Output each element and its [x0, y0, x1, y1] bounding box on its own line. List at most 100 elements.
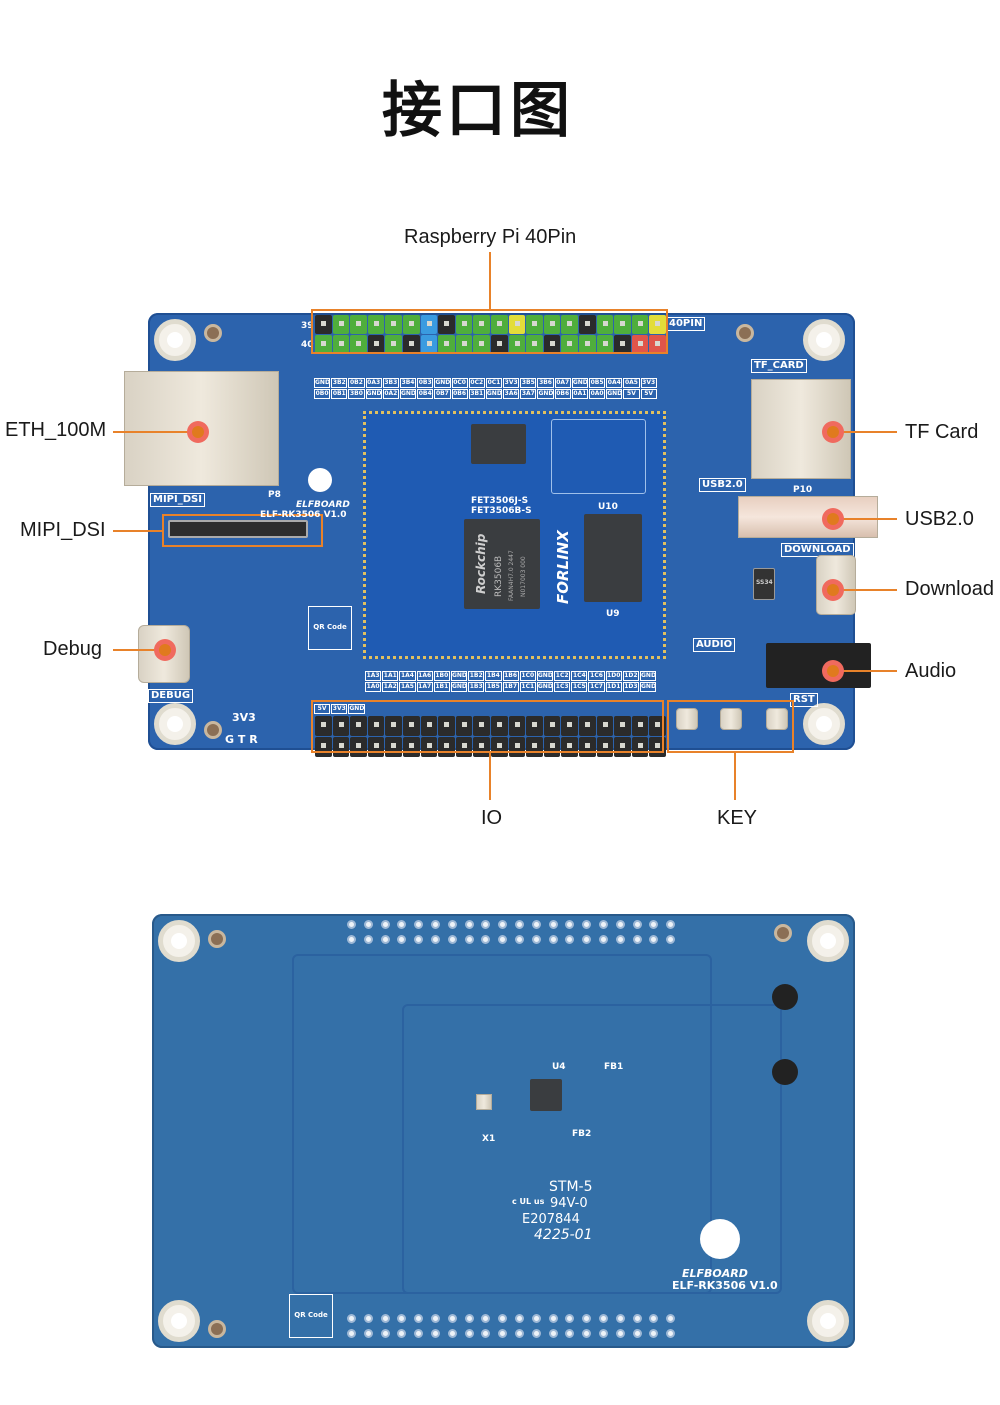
header-pin [631, 716, 649, 736]
ul-mark: c UL us [512, 1197, 545, 1206]
jumper-pin-green [596, 315, 614, 334]
pin-label: 0A0 [589, 389, 606, 399]
pin-column [438, 315, 455, 354]
pin-label: 0B5 [589, 378, 606, 388]
screw-pad [736, 324, 754, 342]
pin-label: GND [314, 378, 331, 388]
header-pin [614, 716, 631, 736]
via [380, 1314, 390, 1323]
pin-label: 1A3 [365, 671, 382, 681]
jumper-pin-green [332, 315, 350, 334]
jumper-pin-black [578, 315, 596, 334]
screw-pad [204, 721, 222, 739]
pin-label: 0B2 [348, 378, 365, 388]
pin-label: 1C7 [588, 682, 605, 692]
jumper-pin-green [473, 335, 490, 354]
silk-brand-bottom: ELFBOARD [682, 1267, 748, 1280]
jumper-pin-black [543, 335, 561, 354]
pin-label: 1C5 [571, 682, 588, 692]
via [615, 1329, 625, 1338]
label-tf-card: TF Card [905, 421, 979, 443]
jumper-pin-green [543, 315, 561, 334]
jumper-pin-black [402, 335, 420, 354]
pin-label: 1C3 [554, 682, 571, 692]
pin-label: GND [450, 682, 468, 692]
pin-label: 1B7 [502, 682, 519, 692]
leader-line [833, 589, 897, 591]
via [481, 935, 491, 944]
via [615, 1314, 625, 1323]
via [414, 1314, 424, 1323]
header-pin [332, 716, 350, 736]
via [599, 1314, 608, 1323]
silk-gtr: G T R [225, 733, 258, 746]
pin-label: 0A7 [554, 378, 571, 388]
pin-label: 3B0 [348, 389, 365, 399]
pin-label: 3V3 [331, 704, 348, 714]
pin-label: 1B1 [433, 682, 450, 692]
jumper-pin-red [649, 335, 666, 354]
pin-column [631, 315, 649, 354]
via [565, 920, 575, 929]
pin-label: 1C6 [588, 671, 605, 681]
marker-dot [187, 421, 209, 443]
pin-label: 0B1 [331, 389, 348, 399]
silk-mipi: MIPI_DSI [150, 493, 205, 507]
via [347, 920, 356, 929]
via [380, 1329, 390, 1338]
pin-label: 1B3 [468, 682, 485, 692]
via [397, 935, 407, 944]
silk-fb2: FB2 [572, 1129, 592, 1139]
via [548, 1329, 558, 1338]
silk-model-bottom: ELF-RK3506 V1.0 [672, 1279, 778, 1292]
silk-som2: FET3506B-S [471, 506, 532, 516]
pin-label: 1D2 [622, 671, 639, 681]
silk-pin39: 39 [301, 321, 314, 331]
via [599, 935, 608, 944]
via [414, 935, 424, 944]
silk-debug: DEBUG [148, 689, 194, 703]
pin-label: 0B7 [434, 389, 451, 399]
via [531, 1314, 541, 1323]
via [347, 1314, 356, 1323]
header-pin [508, 716, 526, 736]
jack-pin [772, 984, 798, 1010]
label-mipi: MIPI_DSI [20, 519, 106, 541]
crystal [476, 1094, 492, 1110]
silk-model: ELF-RK3506 V1.0 [260, 510, 347, 520]
pin-label: 0A5 [623, 378, 640, 388]
pin-label: 1C4 [571, 671, 588, 681]
board-bottom-view: U4 X1 FB1 FB2 STM-5 c UL us 94V-0 E20784… [152, 914, 855, 1348]
highlight-io [311, 700, 664, 753]
silk-stm: STM-5 [549, 1179, 593, 1195]
pin-column [596, 315, 614, 354]
pin-label: GND [571, 378, 588, 388]
pin-label: 3B5 [520, 378, 537, 388]
pin-label: GND [434, 378, 451, 388]
mounting-hole [807, 1300, 849, 1342]
header-pin [420, 716, 438, 736]
pin-label: 3B6 [537, 378, 554, 388]
label-debug: Debug [43, 638, 102, 660]
screw-pad [774, 924, 792, 942]
via [498, 920, 508, 929]
via [548, 920, 558, 929]
pin-label: 1B5 [485, 682, 502, 692]
header-pin [526, 716, 543, 736]
highlight-mipi [162, 514, 323, 547]
pin-label: 1C2 [554, 671, 571, 681]
jumper-pin-blue [420, 335, 438, 354]
silk-40pin: 40PIN [666, 317, 706, 331]
via [380, 935, 390, 944]
jumper-pin-green [315, 335, 332, 354]
pin-column [508, 716, 526, 757]
screw-pad [208, 1320, 226, 1338]
jumper-pin-green [438, 335, 455, 354]
pin-label: 0C0 [451, 378, 468, 388]
pin-label: 3V3 [503, 378, 520, 388]
silk-audio: AUDIO [693, 638, 736, 652]
silk-code: 4225-01 [534, 1227, 593, 1243]
via [363, 920, 373, 929]
